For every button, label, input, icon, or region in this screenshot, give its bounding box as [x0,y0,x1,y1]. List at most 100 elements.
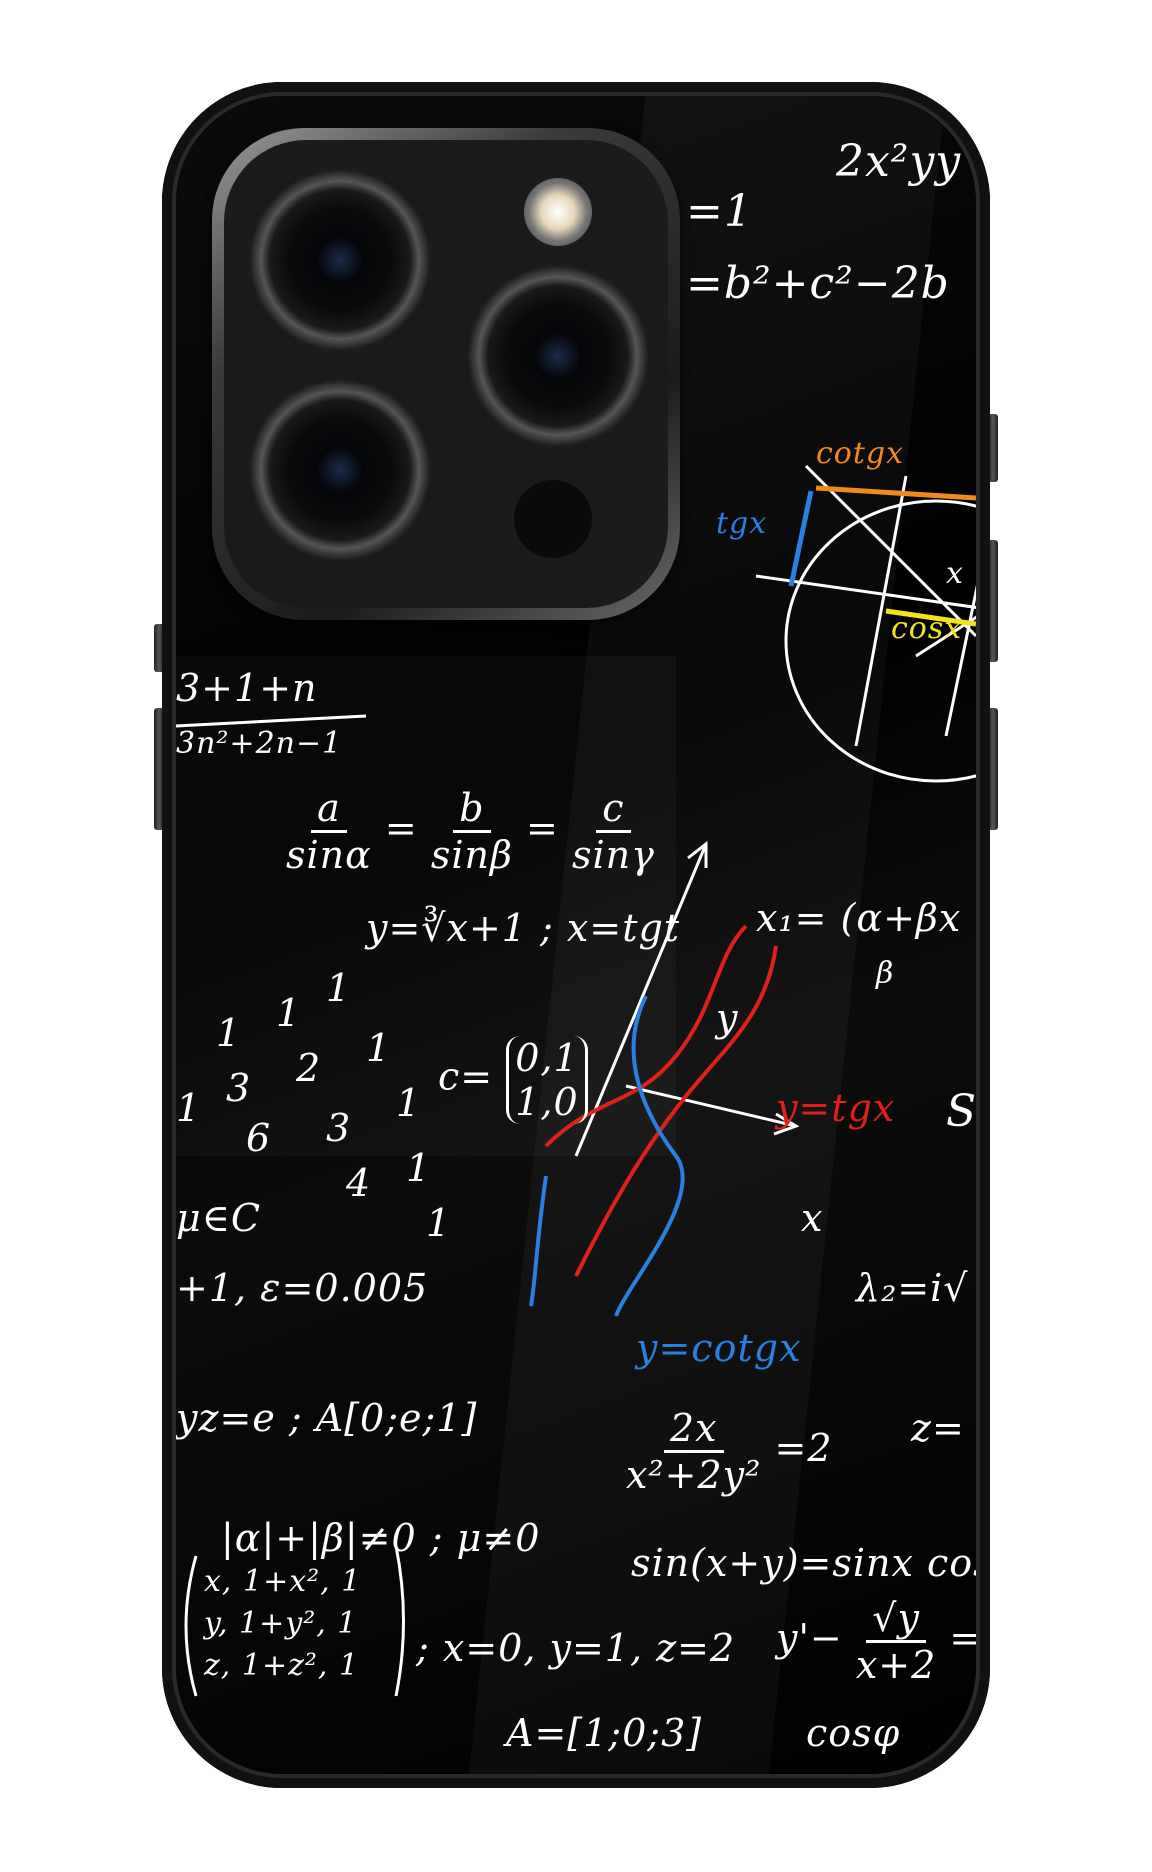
sine-c: c [596,786,631,833]
side-button-right-1 [988,414,998,482]
formula-cosine-law: =b²+c²−2b [686,258,950,309]
unit-circle [784,499,976,783]
number: 1 [276,991,302,1035]
unit-circle-diagram [755,464,976,783]
matrix-row: x, 1+x², 1 [204,1564,362,1599]
formula-epsilon: +1, ε=0.005 [176,1266,429,1310]
camera-lens-ultrawide [250,380,430,560]
camera-lens-wide [250,170,430,350]
tgx-curve [544,924,748,1148]
graph-x-axis [625,1084,797,1128]
side-button-right-2 [988,540,998,662]
circle-line [915,615,976,658]
formula-yz: yz=e ; A[0;e;1] [176,1396,478,1440]
yprime-den: x+2 [855,1643,937,1687]
yprime-num: √y [866,1596,926,1643]
formula-lambda: λ₂=i√ [856,1266,969,1310]
formula-a-vector: A=[1;0;3] [506,1711,703,1755]
sine-b: b [453,786,491,833]
cotgx-curve [614,995,685,1317]
formula-x1: x₁= (α+βx [756,896,962,940]
matrix-row: z, 1+z², 1 [204,1648,360,1683]
side-button-left-action [154,624,164,672]
sine-b-den: sinβ [430,833,513,877]
cotgx-curve [529,1175,548,1307]
series-fraction-bar [176,714,367,728]
sine-a: a [311,786,347,833]
tgx-curve [574,945,778,1277]
label-tgx: y=tgx [776,1086,896,1130]
circle-axis-y [854,475,908,747]
camera-plate [224,140,668,608]
formula-s: S [946,1086,976,1137]
number: 1 [406,1146,432,1190]
graph-y-axis [574,843,708,1157]
number: 1 [176,1086,202,1130]
formula-cosphi: cosφ [806,1711,901,1755]
tgx-segment [788,490,814,587]
camera-bump [212,128,680,620]
formula-mu: μ∈C [176,1196,261,1240]
cotgx-segment [815,485,976,501]
number: 3 [226,1066,252,1110]
frac-den: x²+2y² [626,1453,762,1497]
matrix-row: y, 1+y², 1 [204,1606,358,1641]
yprime: y'− [776,1616,843,1660]
side-button-left-volume [154,708,164,830]
formula-series-den: 3n²+2n−1 [176,726,343,761]
matrix-c-row: 1,0 [515,1080,579,1124]
formula-yprime: y'− √yx+2 = [776,1596,976,1687]
circle-label-cotgx: cotgx [816,436,905,471]
formula-xyz: ; x=0, y=1, z=2 [416,1626,736,1670]
formula-series-num: 3+1+n [176,666,318,710]
eq: = [526,806,559,850]
formula-sin-sum: sin(x+y)=sinx cos [631,1541,976,1585]
formula-cube-root: y=∛x+1 ; x=tgt [366,906,681,950]
circle-line [944,584,976,737]
number: 1 [426,1201,452,1245]
label-cotgx: y=cotgx [636,1326,802,1370]
matrix-bracket-left [184,1555,198,1697]
formula-beta: β [876,956,895,991]
yprime-eq: = [949,1616,976,1660]
circle-label-tgx: tgx [716,506,768,541]
matrix-c-label: c= [438,1054,494,1099]
frac-eq: =2 [774,1426,833,1470]
frac-num: 2x [663,1406,724,1453]
graph-y-label: y [716,996,739,1040]
camera-lens-tele [468,266,648,446]
graph-axes [574,840,800,1157]
formula-eq1: =1 [686,186,753,237]
circle-label-x: x [946,556,964,591]
graph-x-label: x [801,1196,824,1240]
circle-axis-x [755,574,976,609]
number: 1 [326,966,352,1010]
number: 1 [216,1011,242,1055]
sine-a-den: sinα [286,833,372,877]
circle-radius [804,464,976,638]
lidar-sensor [514,480,592,558]
sine-c-den: sinγ [571,833,655,877]
matrix-bracket-right [394,1545,405,1697]
eq: = [384,806,418,850]
drawings [176,464,976,1697]
cosx-segment [885,608,976,627]
number: 1 [396,1081,422,1125]
formula-abs: |α|+|β|≠0 ; μ≠0 [221,1516,541,1560]
camera-flash [524,178,592,246]
number: 1 [366,1026,392,1070]
circle-label-cosx: cosx [891,611,963,646]
side-button-right-3 [988,708,998,830]
formula-top-right: 2x²yy' [836,136,975,187]
number: 2 [296,1046,322,1090]
formula-z: z= [911,1406,965,1450]
matrix-c-row: 0,1 [515,1036,579,1080]
number: 4 [346,1161,372,1205]
number: 3 [326,1106,352,1150]
number: 6 [246,1116,272,1160]
